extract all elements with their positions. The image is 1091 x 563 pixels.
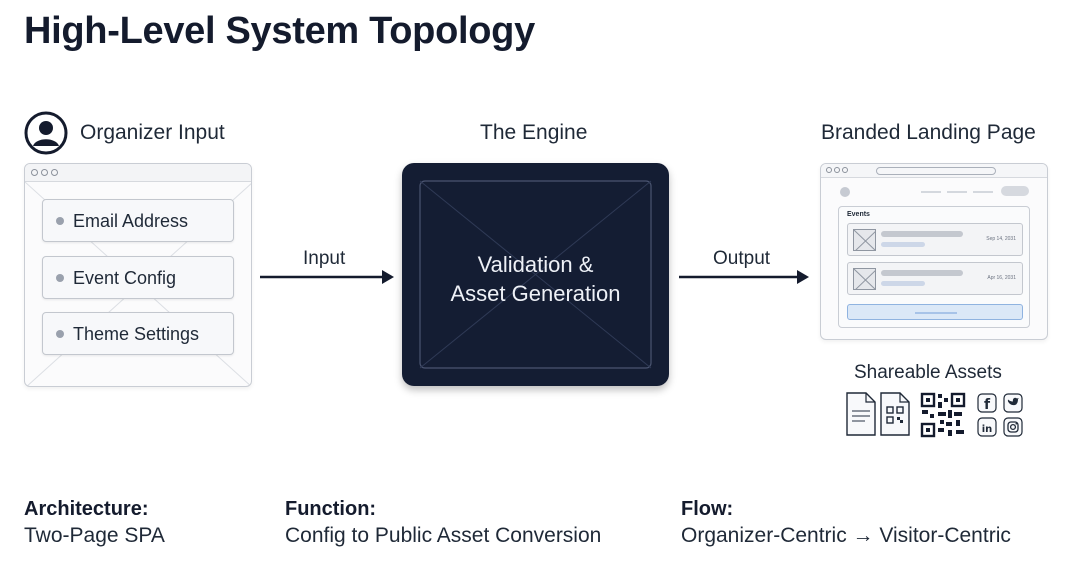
output-arrow-icon [679,270,809,284]
nav-link [921,191,941,193]
user-avatar-icon [24,111,68,155]
email-address-field[interactable]: Email Address [42,199,234,242]
engine-wireframe [419,180,652,369]
engine-box: Validation & Asset Generation [402,163,669,386]
image-placeholder-icon [853,268,876,290]
document-icon [846,392,876,436]
landing-nav [821,178,1047,206]
window-titlebar [25,164,251,182]
event-subtitle-placeholder [881,281,925,286]
cta-label-placeholder [915,312,957,314]
function-heading: Function: [285,498,377,520]
flow-heading: Flow: [681,498,734,520]
event-subtitle-placeholder [881,242,925,247]
bullet-icon [56,330,64,338]
landing-page-heading: Branded Landing Page [821,121,1036,144]
twitter-icon [1003,393,1023,413]
field-label: Email Address [73,211,189,231]
event-row: Apr 16, 2031 [847,262,1023,295]
logo-icon [840,187,850,197]
shareable-assets-heading: Shareable Assets [854,362,1002,383]
window-dot-icon [41,169,48,176]
window-dot-icon [834,167,840,173]
organizer-input-window: Email Address Event Config Theme Setting… [24,163,252,387]
svg-text:f: f [984,397,991,413]
window-dot-icon [51,169,58,176]
input-arrow-label: Input [303,248,346,269]
output-arrow-label: Output [713,248,771,269]
image-placeholder-icon [853,229,876,251]
qr-code-icon [920,392,966,438]
field-label: Theme Settings [73,324,200,344]
bullet-icon [56,274,64,282]
event-title-placeholder [881,231,963,237]
field-label: Event Config [73,268,177,288]
window-dot-icon [31,169,38,176]
flow-value: Organizer-Centric → Visitor-Centric [681,524,1011,547]
facebook-icon: f [977,393,997,413]
theme-settings-field[interactable]: Theme Settings [42,312,234,355]
input-arrow-icon [260,270,394,284]
architecture-value: Two-Page SPA [24,524,165,547]
engine-heading: The Engine [480,121,588,144]
event-title-placeholder [881,270,963,276]
window-titlebar [821,164,1047,178]
event-config-field[interactable]: Event Config [42,256,234,299]
page-title: High-Level System Topology [24,10,535,52]
svg-text:in: in [982,424,993,435]
engine-label-line2: Asset Generation [450,281,621,306]
nav-link [947,191,967,193]
linkedin-icon: in [977,417,997,437]
function-value: Config to Public Asset Conversion [285,524,602,547]
qr-document-icon [880,392,910,436]
architecture-heading: Architecture: [24,498,149,520]
nav-link [973,191,993,193]
cta-button [847,304,1023,320]
engine-label-line1: Validation & [477,252,594,277]
organizer-input-heading: Organizer Input [80,121,225,144]
bullet-icon [56,217,64,225]
instagram-icon [1003,417,1023,437]
event-date: Sep 14, 2031 [986,236,1016,242]
url-bar [876,167,996,175]
events-card: Events Sep 14, 2031 Apr 16, 2031 [838,206,1030,328]
events-title: Events [847,211,870,218]
window-dot-icon [842,167,848,173]
window-dot-icon [826,167,832,173]
event-date: Apr 16, 2031 [987,275,1016,281]
nav-button [1001,186,1029,196]
landing-page-window: Events Sep 14, 2031 Apr 16, 2031 [820,163,1048,340]
event-row: Sep 14, 2031 [847,223,1023,256]
